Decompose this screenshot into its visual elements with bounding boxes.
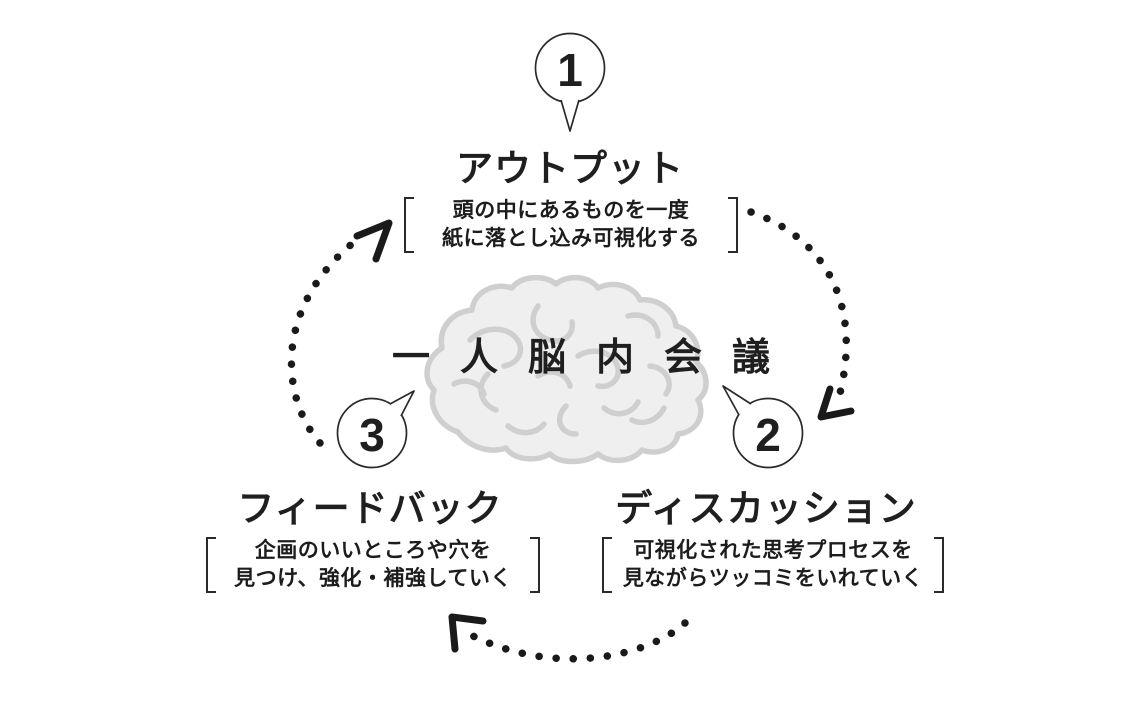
step-1-description: 頭の中にあるものを一度 紙に落とし込み可視化する [404,197,738,253]
arrowhead-to-1-icon [353,219,393,263]
left-bracket [206,537,216,593]
step-1-description-line1: 頭の中にあるものを一度 [452,199,690,222]
step-2-title: ディスカッション [615,488,917,529]
right-bracket [728,197,738,253]
step-1-number: 1 [557,44,583,96]
left-bracket [602,537,612,593]
step-2-number: 2 [755,409,781,461]
step-3-description: 企画のいいところや穴を 見つけ、強化・補強していく [206,537,540,593]
step-1-description-text: 頭の中にあるものを一度 紙に落とし込み可視化する [414,197,728,253]
arrowhead-to-3-icon [448,613,487,653]
brain-illustration [418,274,720,466]
step-3-title: フィードバック [237,488,503,529]
step-2-bubble-tail-icon [722,385,752,416]
center-title: 一人脳内会議 [392,337,801,379]
step-3-number: 3 [359,409,385,461]
step-3-bubble-circle [336,397,408,469]
step-2-bubble-circle [732,397,804,469]
step-1-description-line2: 紙に落とし込み可視化する [442,227,700,250]
step-3-description-line1: 企画のいいところや穴を [254,539,492,562]
step-1-bubble: 1 [534,32,606,132]
step-3-description-line2: 見つけ、強化・補強していく [234,567,512,590]
arrowhead-to-2-icon [817,385,855,421]
step-3-bubble: 3 [336,390,415,469]
right-bracket [530,537,540,593]
step-2-description-text: 可視化された思考プロセスを 見ながらツッコミをいれていく [612,537,934,593]
step-1-bubble-tail-icon [560,99,580,132]
step-1-title: アウトプット [456,148,684,189]
brain-icon [424,274,709,465]
dotted-arc-2-to-3 [469,619,689,663]
step-3-bubble-tail-icon [389,390,415,417]
left-bracket [404,197,414,253]
step-3-description-text: 企画のいいところや穴を 見つけ、強化・補強していく [216,537,530,593]
step-2-description-line2: 見ながらツッコミをいれていく [622,567,924,590]
dotted-arc-3-to-1 [287,239,357,447]
right-bracket [934,537,944,593]
step-2-bubble: 2 [722,385,804,469]
step-2-description-line1: 可視化された思考プロセスを [633,539,913,562]
step-2-description: 可視化された思考プロセスを 見ながらツッコミをいれていく [602,537,944,593]
